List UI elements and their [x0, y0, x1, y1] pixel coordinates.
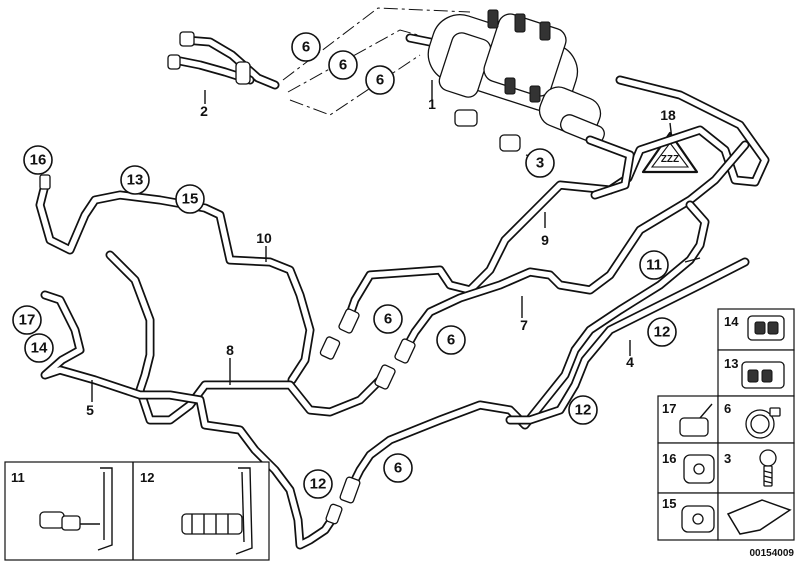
label-7: 7 — [520, 317, 528, 333]
callout-6b: 6 — [328, 50, 358, 80]
svg-text:6: 6 — [394, 460, 402, 477]
svg-text:14: 14 — [31, 340, 48, 357]
label-18: 18 — [660, 107, 676, 123]
svg-text:16: 16 — [30, 152, 47, 169]
inset-brackets: 11 12 — [4, 461, 270, 561]
svg-text:3: 3 — [536, 155, 544, 172]
legend-cell-15: 15 — [662, 496, 715, 533]
svg-text:12: 12 — [575, 402, 592, 419]
svg-text:12: 12 — [310, 476, 327, 493]
callout-12a: 12 — [647, 317, 677, 347]
legend-arrow-icon — [726, 499, 792, 535]
legend-cell-17: 17 — [662, 401, 713, 437]
callout-13: 13 — [120, 165, 150, 195]
svg-text:16: 16 — [662, 451, 676, 466]
svg-text:3: 3 — [724, 451, 731, 466]
legend-cell-3: 3 — [724, 449, 777, 487]
callout-17: 17 — [12, 305, 42, 335]
svg-text:15: 15 — [662, 496, 676, 511]
svg-text:6: 6 — [447, 332, 455, 349]
callout-6d: 6 — [373, 304, 403, 334]
dashed-leaders — [282, 7, 471, 116]
svg-text:17: 17 — [662, 401, 676, 416]
svg-text:6: 6 — [724, 401, 731, 416]
svg-text:15: 15 — [182, 191, 199, 208]
callout-6a: 6 — [291, 32, 321, 62]
callout-6c: 6 — [365, 65, 395, 95]
label-9: 9 — [541, 232, 549, 248]
heater-unit-part-1 — [405, 9, 605, 152]
svg-text:6: 6 — [376, 72, 384, 89]
svg-text:13: 13 — [724, 356, 738, 371]
legend-cell-14: 14 — [724, 314, 785, 341]
callout-12c: 12 — [303, 469, 333, 499]
svg-text:14: 14 — [724, 314, 739, 329]
legend-cell-6: 6 — [724, 401, 781, 439]
diagram-id: 00154009 — [750, 548, 795, 559]
label-4: 4 — [626, 354, 634, 370]
legend-cell-13: 13 — [724, 356, 785, 389]
svg-text:11: 11 — [646, 257, 662, 274]
parts-legend: 14 13 17 6 16 3 — [657, 308, 795, 541]
hose-lines — [35, 75, 770, 550]
svg-text:17: 17 — [19, 312, 36, 329]
svg-text:6: 6 — [384, 311, 392, 328]
callout-14: 14 — [24, 333, 54, 363]
callout-12b: 12 — [568, 395, 598, 425]
pipe-assembly-part-2 — [167, 31, 280, 104]
label-2: 2 — [200, 103, 208, 119]
svg-text:12: 12 — [654, 324, 671, 341]
bracket-12-drawing — [181, 467, 253, 555]
callout-6e: 6 — [436, 325, 466, 355]
callout-3: 3 — [525, 148, 555, 178]
svg-text:12: 12 — [140, 470, 154, 485]
svg-text:ZZZ: ZZZ — [661, 154, 679, 165]
callout-6f: 6 — [383, 453, 413, 483]
label-10: 10 — [256, 230, 272, 246]
callout-16: 16 — [23, 145, 53, 175]
svg-text:11: 11 — [11, 470, 25, 485]
label-5: 5 — [86, 402, 94, 418]
svg-text:13: 13 — [127, 172, 144, 189]
label-1: 1 — [428, 96, 436, 112]
label-8: 8 — [226, 342, 234, 358]
callout-11: 11 — [639, 250, 669, 280]
callout-15: 15 — [175, 184, 205, 214]
svg-text:6: 6 — [302, 39, 310, 56]
legend-cell-16: 16 — [662, 451, 715, 484]
svg-text:6: 6 — [339, 57, 347, 74]
bracket-11-drawing — [39, 467, 113, 551]
